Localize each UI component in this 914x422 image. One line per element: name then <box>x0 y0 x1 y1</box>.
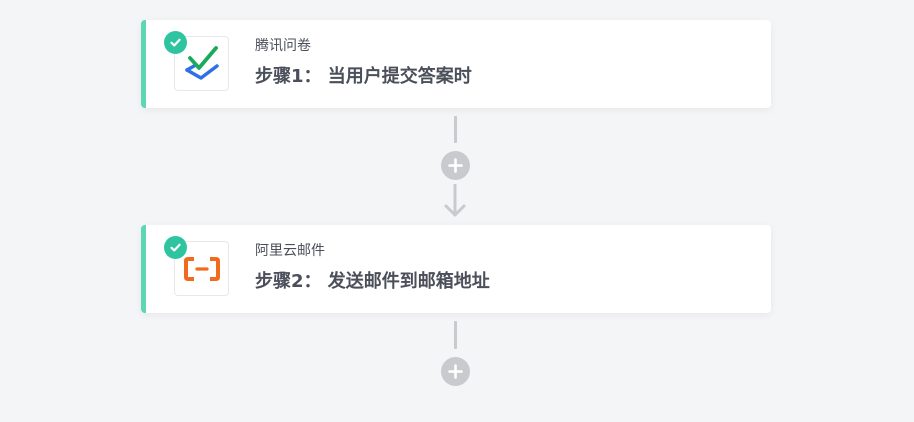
plus-icon <box>448 158 463 173</box>
check-icon <box>164 236 187 259</box>
step-title: 步骤2： 发送邮件到邮箱地址 <box>255 271 490 292</box>
add-step-button[interactable] <box>441 357 470 386</box>
step-title: 步骤1： 当用户提交答案时 <box>255 66 472 87</box>
arrow-down-icon <box>444 184 466 217</box>
add-step-button[interactable] <box>441 151 470 180</box>
step-card-accent <box>141 20 146 108</box>
step-card-accent <box>141 225 146 313</box>
aliyun-mail-icon <box>183 256 220 281</box>
step-card-2[interactable]: 阿里云邮件 步骤2： 发送邮件到邮箱地址 <box>141 225 771 313</box>
connector-line <box>454 321 457 349</box>
app-name: 腾讯问卷 <box>255 38 311 54</box>
plus-icon <box>448 364 463 379</box>
app-icon-box <box>174 241 229 296</box>
check-icon <box>164 31 187 54</box>
connector-line <box>454 116 457 143</box>
step-card-1[interactable]: 腾讯问卷 步骤1： 当用户提交答案时 <box>141 20 771 108</box>
app-name: 阿里云邮件 <box>255 243 325 259</box>
tencent-survey-icon <box>184 45 219 80</box>
